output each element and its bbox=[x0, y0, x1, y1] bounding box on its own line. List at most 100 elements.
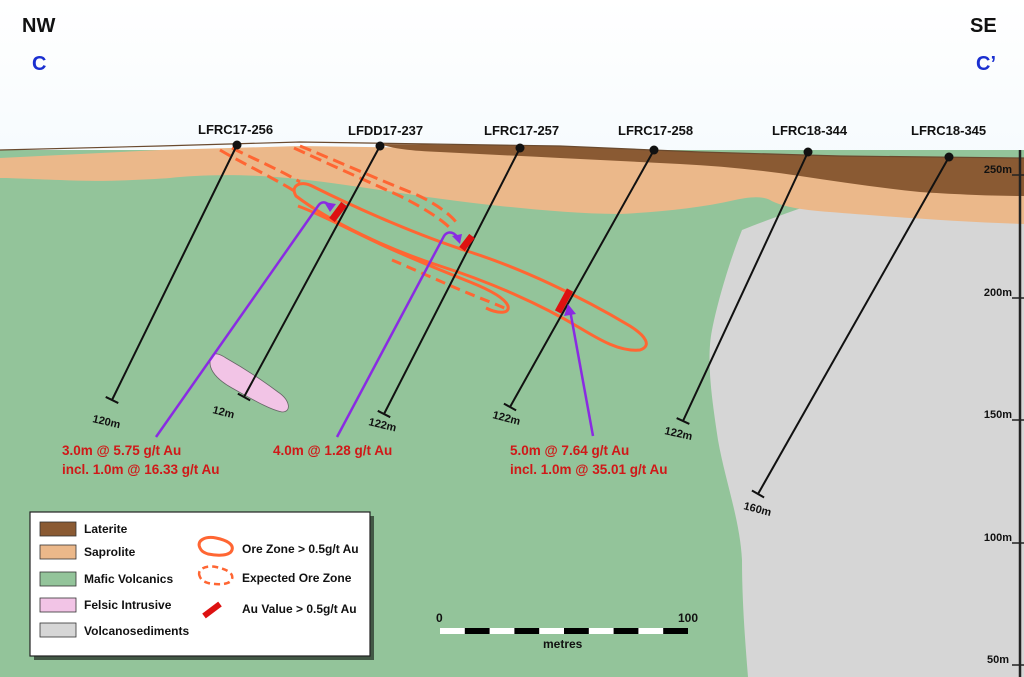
elevation-scale: 250m 200m 150m 100m 50m bbox=[984, 150, 1024, 677]
au-value-mark-2 bbox=[459, 233, 475, 252]
legend-box bbox=[29, 511, 371, 657]
intercept-arrows bbox=[154, 201, 595, 438]
drillhole-label-6: LFRC18-345 bbox=[911, 123, 986, 138]
au-value-mark-1 bbox=[329, 201, 347, 223]
intercept-3-line1: 5.0m @ 7.64 g/t Au bbox=[510, 443, 629, 458]
legend-au-value-label: Au Value > 0.5g/t Au bbox=[242, 602, 357, 616]
scale-bar: 0 100 metres bbox=[436, 611, 698, 651]
scale-segment-6 bbox=[564, 628, 589, 631]
expected-ore-zone-west bbox=[219, 146, 301, 194]
scale-segment-10 bbox=[663, 628, 688, 631]
intercept-label-3: 5.0m @ 7.64 g/t Au incl. 1.0m @ 35.01 g/… bbox=[510, 443, 667, 477]
drillhole-collar-1 bbox=[232, 140, 242, 150]
legend-saprolite-label: Saprolite bbox=[84, 545, 136, 559]
intercept-3-line2: incl. 1.0m @ 35.01 g/t Au bbox=[510, 462, 667, 477]
ore-zone-legend-symbol bbox=[197, 536, 234, 557]
drillhole-collar-3 bbox=[515, 143, 525, 153]
scale-end-label: 100 bbox=[678, 611, 698, 625]
scale-segment-7 bbox=[588, 631, 614, 634]
intercept-arrow-3 bbox=[568, 309, 595, 437]
scale-unit-label: metres bbox=[543, 637, 583, 651]
drillhole-trace-2 bbox=[243, 145, 381, 398]
intercept-arrowhead-2 bbox=[452, 234, 462, 244]
scale-segment-1 bbox=[440, 631, 465, 634]
drillhole-end-tick-2 bbox=[237, 392, 251, 402]
scale-segment-9 bbox=[638, 631, 664, 634]
au-value-mark-3 bbox=[554, 288, 574, 314]
drillholes bbox=[105, 140, 954, 499]
drillhole-end-tick-4 bbox=[503, 402, 517, 412]
drillhole-label-2: LFDD17-237 bbox=[348, 123, 423, 138]
elevation-label-5: 50m bbox=[987, 654, 1009, 666]
intercept-1-line2: incl. 1.0m @ 16.33 g/t Au bbox=[62, 462, 219, 477]
au-value-marks bbox=[329, 201, 574, 314]
expected-ore-zone-legend-symbol bbox=[197, 565, 234, 586]
intercept-arrowhead-3 bbox=[564, 304, 576, 316]
scale-start-label: 0 bbox=[436, 611, 443, 625]
felsic-intrusive-unit bbox=[209, 353, 289, 413]
saprolite-swatch bbox=[39, 544, 77, 560]
drillhole-trace-4 bbox=[509, 149, 655, 408]
expected-ore-zone-lower bbox=[391, 258, 509, 312]
drillhole-trace-5 bbox=[682, 151, 809, 422]
legend-expected-ore-zone-label: Expected Ore Zone bbox=[242, 571, 352, 585]
volcanosediments-unit bbox=[709, 198, 1024, 677]
drillhole-collar-2 bbox=[375, 141, 385, 151]
scale-segment-2 bbox=[464, 628, 490, 631]
topography-line bbox=[0, 141, 1024, 159]
elevation-label-3: 150m bbox=[984, 409, 1012, 421]
scale-segment-3 bbox=[489, 631, 515, 634]
intercept-label-2: 4.0m @ 1.28 g/t Au bbox=[273, 443, 392, 458]
legend-ore-zone-label: Ore Zone > 0.5g/t Au bbox=[242, 542, 359, 556]
drillhole-trace-6 bbox=[757, 156, 950, 495]
drillhole-label-1: LFRC17-256 bbox=[198, 122, 273, 137]
felsic-intrusive-swatch bbox=[39, 597, 77, 613]
ore-zone-lower-limb bbox=[297, 204, 510, 314]
drillhole-depth-label-5: 122m bbox=[663, 425, 693, 443]
drillhole-end-tick-3 bbox=[377, 409, 391, 419]
drillhole-depth-label-2: 12m bbox=[211, 404, 236, 421]
ore-zones bbox=[219, 144, 648, 352]
scale-bar-segments bbox=[440, 628, 688, 634]
drillhole-collar-4 bbox=[649, 145, 659, 155]
drillhole-label-4: LFRC17-258 bbox=[618, 123, 693, 138]
legend: Laterite Saprolite Mafic Volcanics Felsi… bbox=[29, 511, 374, 660]
mafic-volcanics-swatch bbox=[39, 571, 77, 587]
scale-segment-8 bbox=[613, 628, 639, 631]
drillhole-label-5: LFRC18-344 bbox=[772, 123, 848, 138]
drillhole-end-tick-1 bbox=[105, 396, 119, 404]
intercept-1-line1: 3.0m @ 5.75 g/t Au bbox=[62, 443, 181, 458]
intercept-2-line1: 4.0m @ 1.28 g/t Au bbox=[273, 443, 392, 458]
elevation-label-4: 100m bbox=[984, 532, 1012, 544]
intercept-label-1: 3.0m @ 5.75 g/t Au incl. 1.0m @ 16.33 g/… bbox=[62, 443, 219, 477]
scale-segment-5 bbox=[539, 631, 564, 634]
ore-zone-main bbox=[292, 182, 648, 352]
laterite-unit bbox=[380, 144, 1024, 196]
drillhole-trace-3 bbox=[383, 147, 521, 415]
drillhole-labels: LFRC17-256120mLFDD17-23712mLFRC17-257122… bbox=[91, 122, 986, 519]
legend-laterite-label: Laterite bbox=[84, 522, 128, 536]
left-section-label: C bbox=[32, 53, 46, 75]
legend-mafic-volcanics-label: Mafic Volcanics bbox=[84, 572, 173, 586]
volcanosediments-lobe bbox=[742, 230, 789, 282]
drillhole-trace-1 bbox=[111, 144, 238, 401]
drillhole-collar-5 bbox=[803, 147, 813, 157]
volcanosediments-swatch bbox=[39, 622, 77, 638]
drillhole-end-tick-6 bbox=[751, 489, 765, 499]
legend-felsic-intrusive-label: Felsic Intrusive bbox=[84, 598, 172, 612]
legend-volcanosediments-label: Volcanosediments bbox=[84, 624, 189, 638]
elevation-label-2: 200m bbox=[984, 287, 1012, 299]
drillhole-label-3: LFRC17-257 bbox=[484, 123, 559, 138]
elevation-label-1: 250m bbox=[984, 164, 1012, 176]
intercept-arrowhead-1 bbox=[324, 202, 336, 212]
scale-segment-4 bbox=[514, 628, 540, 631]
right-section-label: C’ bbox=[976, 53, 996, 75]
drillhole-end-tick-5 bbox=[676, 417, 690, 425]
laterite-swatch bbox=[39, 521, 77, 537]
au-value-legend-symbol bbox=[202, 601, 222, 619]
left-direction-label: NW bbox=[22, 15, 55, 37]
drillhole-collar-6 bbox=[944, 152, 954, 162]
right-direction-label: SE bbox=[970, 15, 997, 37]
